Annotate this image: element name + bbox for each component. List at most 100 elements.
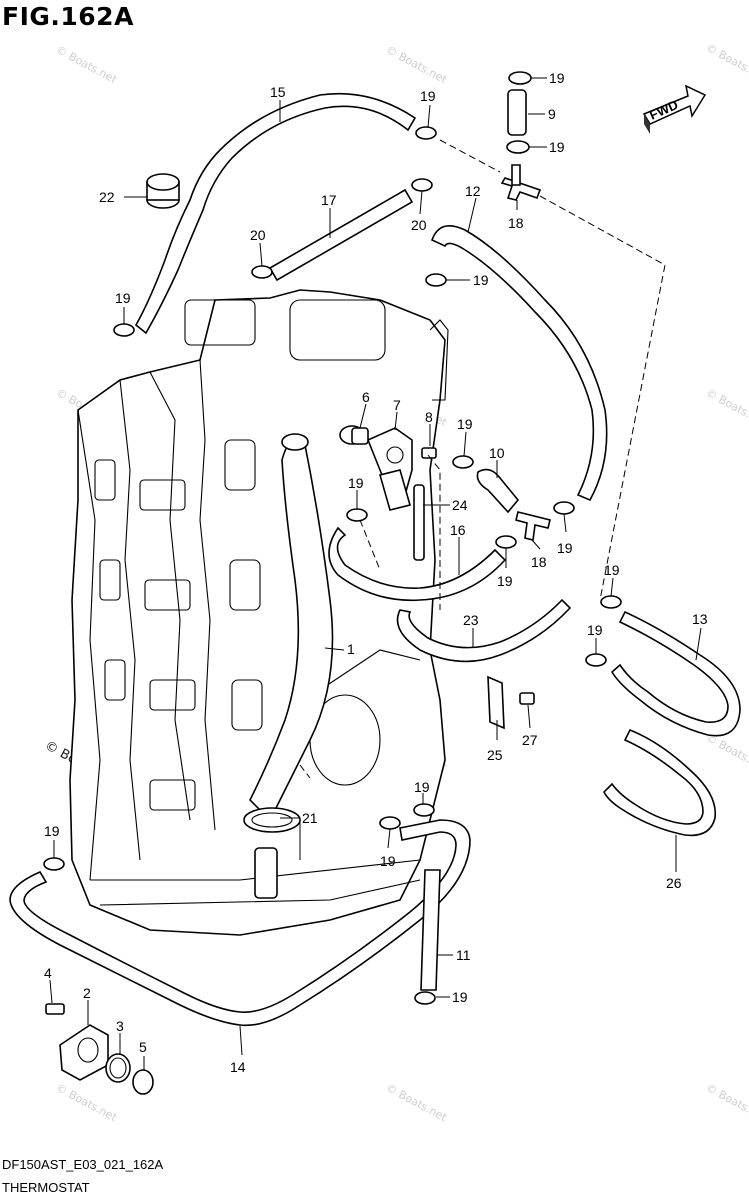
callout-19: 19	[587, 622, 603, 638]
callout-22: 22	[99, 189, 115, 205]
watermark: © Boats.net	[704, 41, 749, 84]
grommet-22	[146, 173, 180, 209]
callout-19: 19	[604, 562, 620, 578]
clamp-19	[415, 126, 437, 140]
clamp-19	[113, 323, 135, 337]
clamp-19	[508, 71, 532, 85]
callout-19: 19	[414, 779, 430, 795]
callout-26: 26	[666, 875, 682, 891]
callout-10: 10	[489, 445, 505, 461]
bolt-8	[421, 447, 437, 459]
watermark: © Boats.net	[54, 1081, 120, 1124]
callout-19: 19	[380, 853, 396, 869]
figure-title: FIG.162A	[2, 2, 134, 31]
connection-line	[439, 139, 501, 173]
tee-joint-18-stem	[511, 164, 521, 186]
callout-19: 19	[348, 475, 364, 491]
callout-19: 19	[115, 290, 131, 306]
plug-5	[132, 1069, 154, 1095]
watermark: © Boats.net	[704, 1081, 749, 1124]
watermark: © Boats.net	[704, 386, 749, 429]
bolt-4	[45, 1003, 65, 1015]
diagram-code: DF150AST_E03_021_162A	[2, 1157, 164, 1172]
callout-23: 23	[463, 612, 479, 628]
cylinder-block	[69, 289, 449, 936]
callout-24: 24	[452, 497, 468, 513]
callout-17: 17	[321, 192, 337, 208]
clamp-19	[506, 140, 530, 154]
callout-19: 19	[497, 573, 513, 589]
pipe-fitting	[254, 847, 278, 899]
callout-14: 14	[230, 1059, 246, 1075]
callout-25: 25	[487, 747, 503, 763]
watermark: © Boats.net	[54, 43, 120, 86]
hose-1-end	[281, 433, 309, 451]
callout-19: 19	[420, 88, 436, 104]
callout-20: 20	[250, 227, 266, 243]
clamp-19	[346, 508, 368, 522]
callout-18: 18	[508, 215, 524, 231]
callout-19: 19	[457, 416, 473, 432]
callout-19: 19	[44, 823, 60, 839]
callout-19: 19	[549, 139, 565, 155]
thermostat-cover	[366, 427, 413, 511]
clamp-19	[585, 653, 607, 667]
watermark: © Boats.net	[384, 1081, 450, 1124]
callout-4: 4	[44, 965, 52, 981]
callout-6: 6	[362, 389, 370, 405]
connection-line	[539, 195, 666, 601]
clamp-19	[379, 816, 401, 830]
clamp-19	[43, 857, 65, 871]
hose-23	[396, 598, 572, 663]
pipe-24	[413, 484, 425, 561]
callout-3: 3	[116, 1018, 124, 1034]
callout-15: 15	[270, 84, 286, 100]
callout-2: 2	[83, 985, 91, 1001]
callout-19: 19	[473, 272, 489, 288]
clamp-20	[411, 178, 433, 192]
callout-19: 19	[452, 989, 468, 1005]
clamp-19	[600, 595, 622, 609]
callouts: 1 2 3 4 5 6 7 8 9 10 11 12 13 14 15 16 1…	[44, 70, 708, 1075]
clamp-19	[452, 455, 474, 469]
fwd-arrow-badge: FWD	[642, 84, 707, 134]
thermostat	[339, 425, 369, 445]
callout-8: 8	[425, 409, 433, 425]
clamp-19	[414, 991, 436, 1005]
callout-7: 7	[393, 397, 401, 413]
bracket-25	[487, 675, 505, 730]
callout-12: 12	[465, 183, 481, 199]
clamp-19	[413, 803, 435, 817]
callout-9: 9	[548, 106, 556, 122]
clamp-19	[553, 501, 575, 515]
hose-11	[420, 869, 441, 991]
tee-joint-18-top	[500, 177, 542, 201]
watermark: © Boats.net	[384, 43, 450, 86]
hose-17	[268, 188, 414, 282]
hose-10	[476, 468, 520, 514]
callout-19: 19	[549, 70, 565, 86]
callout-20: 20	[411, 217, 427, 233]
hose-15	[134, 92, 417, 335]
connection-line	[299, 764, 311, 779]
cover-2	[59, 1024, 109, 1081]
hose-16	[328, 526, 507, 602]
diagram-name: THERMOSTAT	[2, 1180, 90, 1195]
connection-line	[427, 454, 441, 560]
callout-5: 5	[139, 1039, 147, 1055]
callout-18: 18	[531, 554, 547, 570]
hose-26	[603, 728, 717, 837]
clamp-20	[251, 265, 273, 279]
hose-14	[9, 819, 471, 1027]
clamp-19	[425, 273, 447, 287]
clamp-21-inner	[251, 812, 293, 828]
connection-line	[359, 519, 381, 571]
fwd-label: FWD	[647, 97, 680, 123]
tee-joint-18-mid	[515, 511, 551, 541]
callout-27: 27	[522, 732, 538, 748]
callout-21: 21	[302, 810, 318, 826]
hose-12	[430, 224, 608, 502]
callout-1: 1	[347, 641, 355, 657]
callout-11: 11	[456, 947, 471, 963]
